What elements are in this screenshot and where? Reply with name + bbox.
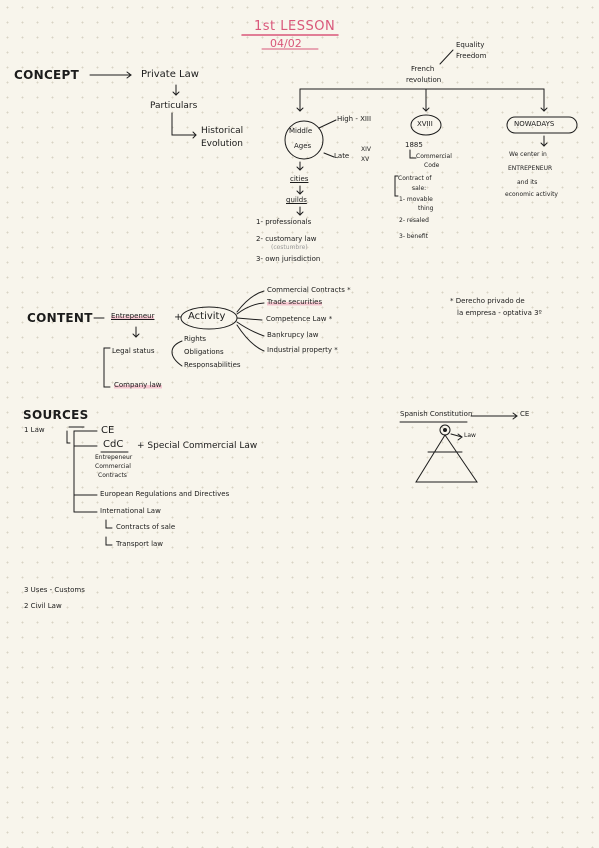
private-law: Private Law (141, 69, 199, 80)
ages: Ages (294, 142, 312, 150)
late: Late (334, 152, 350, 160)
cdc-sub-1: Entrepeneur (95, 454, 133, 461)
guild-item-2: 2- customary law (256, 235, 317, 243)
european: European Regulations and Directives (100, 490, 230, 498)
activity: Activity (188, 311, 226, 322)
concept-heading: CONCEPT (14, 68, 80, 82)
cdc-sub-3: Contracts (98, 472, 127, 479)
middle: Middle (289, 127, 313, 135)
plus-sign: + (174, 312, 183, 323)
particulars: Particulars (150, 101, 198, 111)
code: Code (424, 162, 440, 169)
int-item-2: Transport law (116, 540, 164, 548)
nowadays: NOWADAYS (514, 120, 555, 128)
cities: cities (290, 175, 309, 183)
status-item-1: Rights (184, 335, 207, 343)
guild-item-3: 3- own jurisdiction (256, 255, 321, 263)
xviii: XVIII (417, 120, 433, 128)
status-item-3: Responsabilities (184, 361, 241, 369)
lesson-date: 04/02 (270, 37, 302, 50)
revolution: revolution (406, 76, 442, 84)
activity-item-3: Competence Law * (266, 315, 333, 323)
international: International Law (100, 507, 161, 515)
contract-of: Contract of (398, 175, 432, 182)
spanish-constitution: Spanish Constitution (400, 410, 473, 418)
cdc: CdC (103, 439, 124, 450)
guilds: guilds (286, 196, 307, 204)
special-commercial-law: + Special Commercial Law (137, 441, 258, 451)
commercial: Commercial (416, 153, 452, 160)
activity-item-2: Trade securities (267, 298, 323, 306)
now-line-4: economic activity (505, 191, 558, 198)
xv: XV (361, 156, 370, 163)
activity-item-5: Industrial property * (267, 346, 338, 354)
guild-item-1: 1- professionals (256, 218, 312, 226)
ce: CE (101, 425, 115, 436)
triangle-law: Law (464, 432, 476, 439)
legal-status: Legal status (112, 347, 155, 355)
sale-item-3: 3- benefit (399, 233, 429, 240)
freedom: Freedom (456, 52, 487, 60)
uses-customs: 3 Uses - Customs (24, 586, 85, 594)
french: French (411, 65, 435, 73)
sale-item-1: 1- movable (399, 196, 433, 203)
entrepeneur: Entrepeneur (111, 312, 155, 320)
now-line-3: and its (517, 179, 538, 186)
historical: Historical (201, 126, 244, 136)
year-1885: 1885 (405, 141, 423, 149)
content-heading: CONTENT (27, 311, 93, 325)
note-line-1: * Derecho privado de (450, 297, 525, 305)
equality: Equality (456, 41, 485, 49)
status-item-2: Obligations (184, 348, 224, 356)
now-line-2: ENTREPENEUR (508, 165, 553, 172)
costumbre: (costumbre) (271, 244, 308, 251)
sale-item-2: 2- resaled (399, 217, 429, 224)
sale-item-1b: thing (418, 205, 434, 212)
law-1: 1 Law (24, 426, 45, 434)
ce-short: CE (520, 410, 530, 418)
lesson-title: 1st LESSON (254, 19, 336, 34)
activity-item-4: Bankrupcy law (267, 331, 319, 339)
company-law: Company law (114, 381, 162, 389)
sale: sale: (412, 185, 427, 192)
note-line-2: la empresa - optativa 3º (457, 309, 542, 317)
xiv: XIV (361, 146, 371, 153)
sources-heading: SOURCES (23, 408, 89, 422)
int-item-1: Contracts of sale (116, 523, 176, 531)
civil-law: 2 Civil Law (24, 602, 62, 610)
now-line-1: We center in (509, 151, 547, 158)
evolution: Evolution (201, 139, 243, 149)
high-xiii: High - XIII (337, 115, 372, 123)
activity-item-1: Commercial Contracts * (267, 286, 351, 294)
cdc-sub-2: Commercial (95, 463, 131, 470)
